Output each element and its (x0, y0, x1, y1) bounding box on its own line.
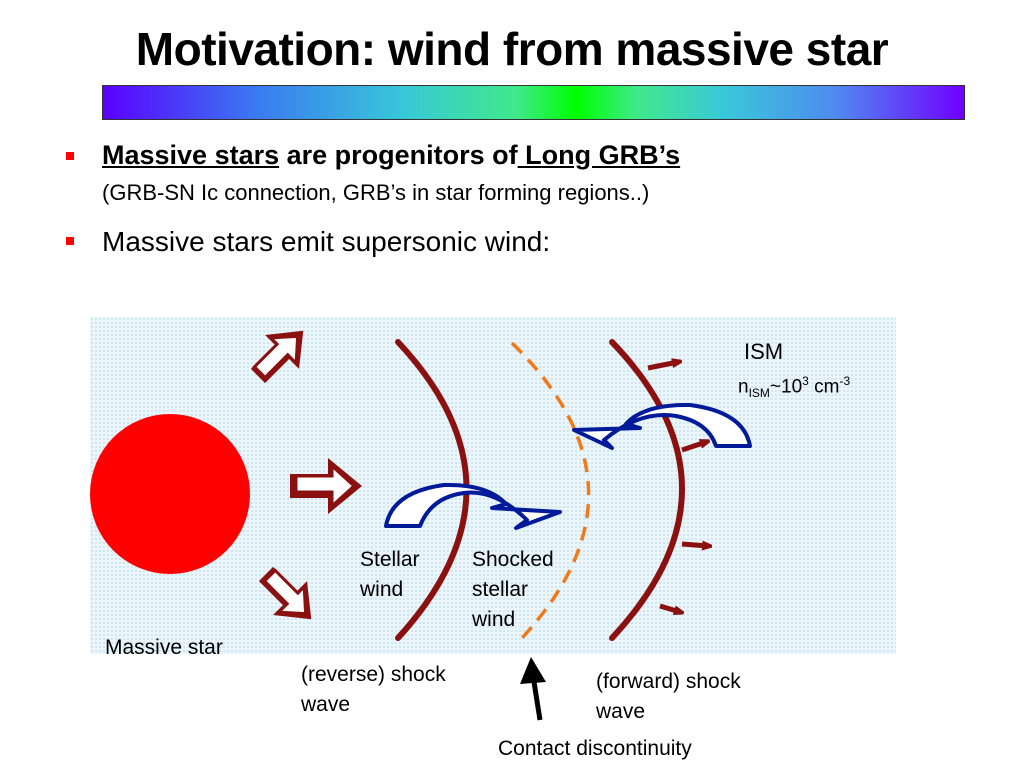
bullet-1-middle: are progenitors of (279, 140, 518, 170)
bullet-1: Massive stars are progenitors of Long GR… (102, 140, 680, 171)
forward-shock-arrow (681, 442, 706, 453)
wind-arrow-icon (250, 330, 304, 384)
wind-arrow-icon (258, 566, 312, 620)
title-gradient-bar (102, 85, 965, 120)
slide-title: Motivation: wind from massive star (135, 23, 889, 75)
contact-discontinuity-arc (510, 341, 591, 640)
wind-arrow-icon (290, 458, 362, 514)
flow-arrow-icon (572, 402, 752, 450)
forward-shock-arc (609, 339, 685, 641)
pointer-arrow-icon (520, 657, 546, 721)
contact-discontinuity-label: Contact discontinuity (498, 737, 692, 760)
massive-star-circle (90, 414, 250, 574)
bullet-marker-2 (66, 237, 74, 245)
bullet-1-subtext: (GRB-SN Ic connection, GRB’s in star for… (102, 180, 650, 205)
forward-shock-arrow (681, 544, 708, 546)
ism-density-label: nISM~103 cm-3 (738, 374, 851, 401)
bullet-1-long-grbs: Long GRB’s (517, 140, 681, 170)
bullet-2: Massive stars emit supersonic wind: (102, 226, 551, 257)
forward-shock-arrow (659, 603, 680, 612)
bullet-marker-1 (66, 152, 74, 160)
ism-label: ISM (744, 339, 784, 364)
forward-shock-arrow (647, 362, 678, 371)
bullet-1-massive-stars: Massive stars (102, 140, 280, 170)
flow-arrow-icon (384, 482, 562, 530)
massive-star-label: Massive star (105, 636, 223, 659)
